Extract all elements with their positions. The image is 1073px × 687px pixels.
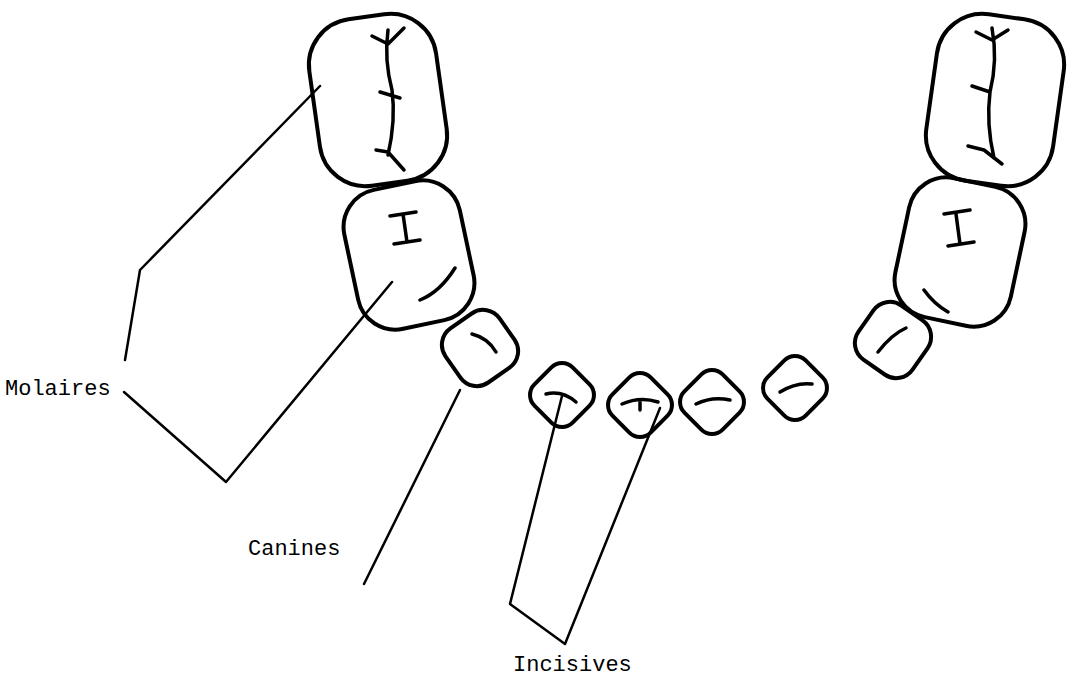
right-second-molar <box>888 170 1033 333</box>
left-molar <box>303 8 453 192</box>
leader-line <box>124 86 660 644</box>
incisor <box>757 350 833 426</box>
incisor <box>602 367 678 443</box>
left-canine <box>434 302 526 394</box>
right-molar <box>920 8 1070 192</box>
left-second-molar <box>337 173 482 336</box>
part-label: Molaires <box>5 378 111 402</box>
part-label: Canines <box>248 538 340 562</box>
right-canine <box>847 294 939 386</box>
part-label: Incisives <box>513 654 632 678</box>
incisor <box>674 364 750 440</box>
